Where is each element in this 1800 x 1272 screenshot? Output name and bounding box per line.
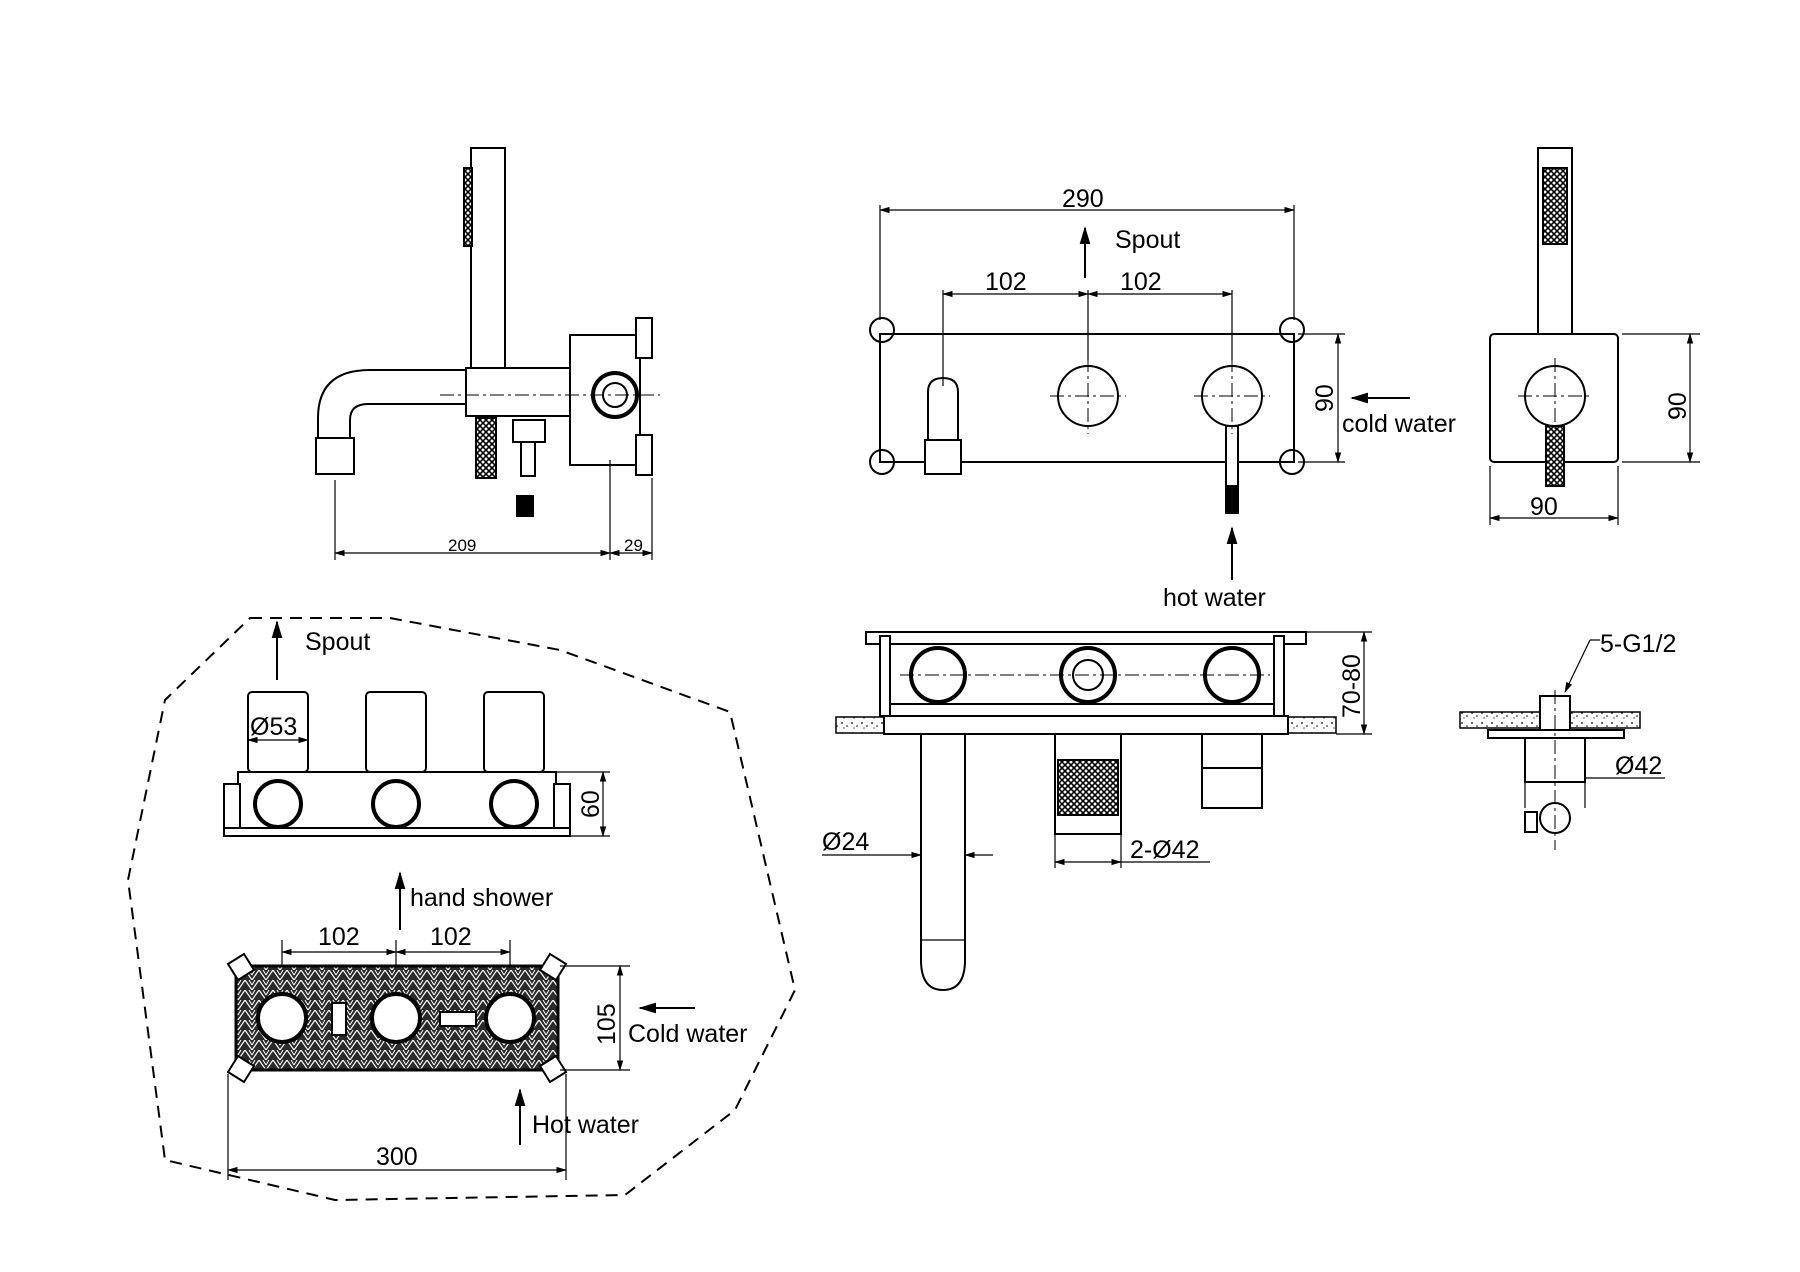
hose-fitting (475, 417, 497, 479)
port-top-right (489, 779, 539, 829)
dim-spout-length: 209 (448, 536, 476, 555)
dim-rough-front-height: 105 (593, 1003, 621, 1045)
label-hand-shower: hand shower (410, 884, 553, 912)
side-view: 209 29 (315, 147, 660, 560)
rough-in-boundary (126, 617, 797, 1202)
dim-overall-width: 290 (1062, 185, 1104, 213)
diverter-stem (520, 441, 536, 477)
dim-plate-height: 90 (1664, 392, 1692, 420)
wall-tile-right (1287, 716, 1337, 734)
rough-port-right (484, 992, 536, 1044)
lever-body (1201, 767, 1263, 809)
spout-front-tip (924, 439, 962, 475)
dim-outlet-dia: Ø42 (1615, 752, 1662, 780)
cap-right (483, 691, 545, 773)
rough-port-center (370, 992, 422, 1044)
cover-plate-section (883, 715, 1289, 735)
dim-spout-dia: Ø24 (822, 828, 869, 856)
dim-spacing-right: 102 (1120, 268, 1162, 296)
label-cold-water: cold water (1342, 410, 1456, 438)
port-top-center (371, 779, 421, 829)
box-flange (865, 631, 1307, 645)
slot-right (439, 1011, 477, 1027)
cap-center (365, 691, 427, 773)
dim-install-depth: 70-80 (1338, 654, 1366, 718)
rough-port-left (256, 992, 308, 1044)
valve-body (465, 367, 573, 417)
spout-section (920, 733, 966, 992)
diverter-knob (516, 495, 534, 517)
rough-in-top-view: Spout Ø53 60 (223, 620, 610, 838)
box-clip-bottom (635, 434, 653, 476)
dim-height: 90 (1311, 384, 1339, 412)
box-clip-top (635, 317, 653, 359)
outlet-detail-view: 5-G1/2 Ø42 (1459, 630, 1676, 850)
label-hot-water: hot water (1163, 584, 1266, 612)
handle-knurl (1057, 759, 1119, 816)
box-body (887, 643, 1283, 705)
hand-shower-handle (470, 147, 506, 371)
dim-handle-dia: 2-Ø42 (1130, 836, 1199, 864)
dim-rough-spacing-left: 102 (318, 923, 360, 951)
shower-spray-face (1542, 167, 1568, 245)
lever-collar (1201, 733, 1263, 769)
slot-left (331, 1002, 347, 1036)
hose-outlet (1545, 425, 1565, 487)
section-view: 70-80 Ø24 2-Ø42 (822, 630, 1372, 992)
dim-depth: 29 (624, 536, 643, 555)
label-spout: Spout (1115, 226, 1180, 254)
spout-front (927, 376, 959, 441)
rough-in-front-view: hand shower 102 102 105 Cold water Hot w… (226, 871, 748, 1180)
mixer-lever-tip (1225, 486, 1239, 514)
dim-rough-spacing-right: 102 (430, 923, 472, 951)
wall-tile-left (835, 716, 885, 734)
label-rough-spout: Spout (305, 628, 370, 656)
shower-grip (463, 167, 473, 247)
dim-plate-width: 90 (1530, 493, 1558, 521)
front-view: 290 Spout 102 102 90 cold water hot wate… (869, 185, 1456, 612)
dim-cap-dia: Ø53 (250, 713, 297, 741)
dim-rough-width: 300 (376, 1143, 418, 1171)
mixer-lever (1225, 425, 1239, 487)
port-top-left (253, 779, 303, 829)
label-rough-cold-water: Cold water (628, 1020, 748, 1048)
dim-spacing-left: 102 (985, 268, 1027, 296)
dim-rough-height: 60 (577, 790, 605, 818)
outlet-plate (1487, 729, 1625, 739)
label-rough-hot-water: Hot water (532, 1111, 639, 1139)
label-threads: 5-G1/2 (1600, 630, 1676, 658)
diverter (512, 419, 546, 443)
hand-shower-plate-view: 90 90 (1488, 147, 1700, 525)
spout-tip (315, 437, 355, 475)
